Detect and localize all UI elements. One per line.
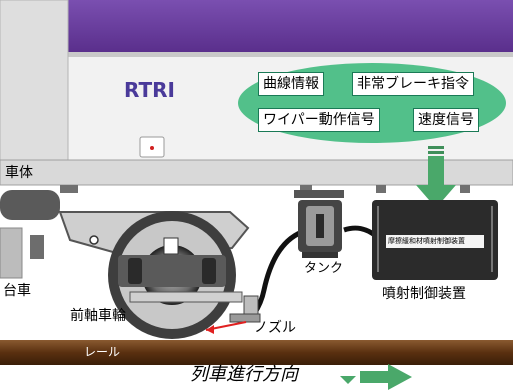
car-roof (68, 0, 513, 52)
arrow-stripe (428, 146, 444, 149)
direction-chevron (340, 376, 356, 384)
controller-plate (386, 235, 484, 248)
bogie-block (0, 227, 23, 279)
direction-arrow (360, 364, 412, 390)
controller-label: 噴射制御装置 (382, 286, 466, 302)
signal-emergency-brake: 非常ブレーキ指令 (352, 72, 474, 96)
arrow-stripe (428, 151, 444, 154)
direction-label: 列車進行方向 (190, 364, 298, 385)
bogie-label: 台車 (3, 283, 31, 299)
bogie-damper (30, 235, 44, 259)
rail-label: レール (84, 345, 121, 359)
bogie-pin (89, 235, 99, 245)
tank-mount (294, 190, 344, 198)
car-end-panel (0, 0, 69, 161)
tank-base (302, 252, 338, 258)
nozzle-hose (251, 229, 304, 316)
axle-spring (202, 258, 216, 284)
brand-label: RTRI (124, 78, 175, 102)
tank-gauge (316, 214, 324, 238)
nozzle-label: ノズル (254, 320, 296, 336)
control-hose (343, 225, 378, 239)
car-body-label: 車体 (5, 165, 33, 181)
signal-arrow (416, 156, 456, 208)
axle-spring (128, 258, 142, 284)
controller-plate-label: 摩擦緩和材噴射制御装置 (388, 237, 465, 245)
axle-box (118, 255, 226, 287)
nozzle-pointer-head (206, 325, 214, 334)
bracket (460, 185, 470, 193)
bracket (60, 185, 78, 193)
signal-curve-info: 曲線情報 (258, 72, 324, 96)
axle-beam (129, 291, 243, 303)
signal-wiper: ワイパー動作信号 (258, 108, 380, 132)
indicator-light (150, 146, 154, 150)
rail (0, 340, 513, 365)
air-spring (0, 190, 60, 220)
front-wheel-label: 前軸車輪 (70, 308, 126, 324)
bracket (300, 185, 312, 193)
tank-label: タンク (304, 261, 344, 276)
car-body-frame (0, 159, 513, 186)
roof-edge (68, 52, 513, 57)
signal-speed: 速度信号 (413, 108, 479, 132)
bracket (376, 185, 386, 193)
axle-cap (163, 237, 179, 255)
